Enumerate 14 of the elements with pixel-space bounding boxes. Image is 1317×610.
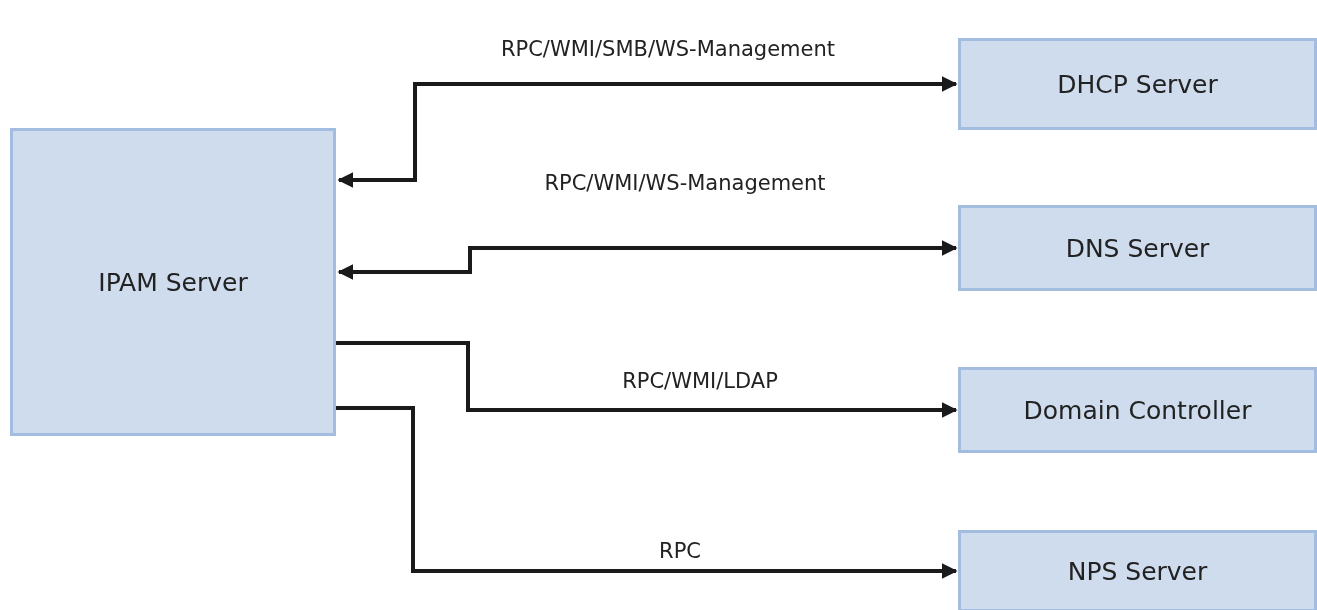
box-label: DHCP Server [1057,69,1218,99]
connector-arrow [337,76,958,188]
server-box [958,38,1317,130]
connector-arrow [336,341,958,418]
box-label: DNS Server [1065,233,1210,263]
server-box [10,128,336,436]
box-label: NPS Server [1067,556,1208,586]
server-box [958,205,1317,291]
connector-arrow [336,406,958,579]
box-label: IPAM Server [98,267,248,297]
server-box [958,367,1317,453]
connector-arrow [337,240,958,280]
box-label: Domain Controller [1023,395,1252,425]
server-box [958,530,1317,610]
